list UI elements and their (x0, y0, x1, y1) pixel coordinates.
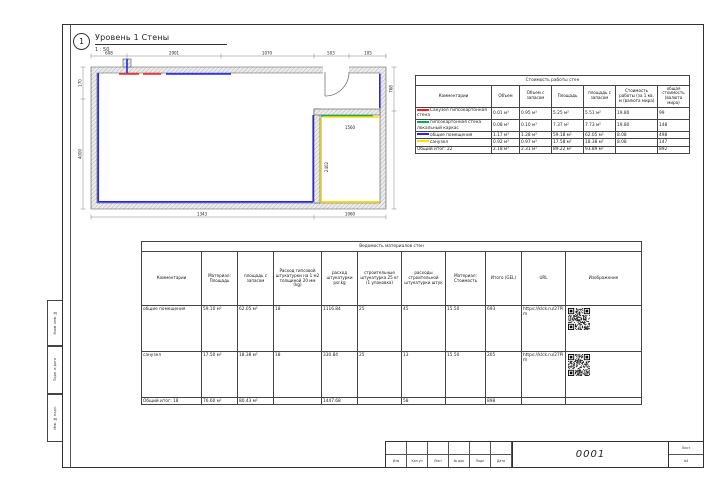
revision-cell (428, 442, 449, 455)
cost-table-title: Стоимость работы стен (414, 75, 691, 86)
revision-label: Кол.уч (407, 454, 428, 467)
col-rate: Стоимость работы (за 1 кв. м (валюта мир… (615, 85, 658, 108)
margin-strip-1: Взам. инв. № (47, 300, 63, 346)
margin-strip-label: Инв. № подл. (53, 406, 57, 430)
dim-label: 768 (389, 85, 394, 93)
materials-table: Ведомость материалов стен Комментарии Ма… (140, 241, 643, 406)
col-cost: Материал: Стоимость (445, 251, 486, 306)
materials-row: санузел 17.50 м² 18.38 м² 18 330.84 25 1… (141, 351, 643, 398)
dim-label: 1560 (345, 125, 356, 130)
view-scale: 1 : 50 (95, 47, 110, 53)
revision-cell (449, 442, 470, 455)
dim-label: 2402 (324, 161, 329, 172)
materials-total-row: Общий итог: 18 76.60 м² 80.43 м² 1447.68… (141, 396, 643, 406)
col-area: Материал: Площадь (201, 251, 238, 306)
material-url-link[interactable]: https://klck.ru/27Pim (521, 305, 566, 352)
sheet-label: Лист (669, 442, 703, 455)
col-volume-reserve: Объем с запасом (519, 85, 552, 108)
col-volume: Объем (491, 85, 520, 108)
title-block-revision-grid: Изм Кол.уч Лист № док Подп Дата (386, 442, 513, 467)
col-area-reserve: площадь с запасом (583, 85, 616, 108)
view-title: Уровень 1 Стены (95, 33, 227, 45)
materials-row: общие помещения 59.10 м² 62.05 м² 18 111… (141, 305, 643, 352)
format-label: А4 (683, 459, 689, 463)
margin-strip-label: Подп. и дата (53, 358, 57, 382)
revision-label: Изм (386, 454, 407, 467)
margin-strip-3: Инв. № подл. (47, 394, 63, 442)
revision-cell (470, 442, 491, 455)
dim-label: 503 (327, 51, 335, 56)
col-total: Итого (GEL) (485, 251, 522, 306)
col-total: общая стоимость (валюта мира) (656, 85, 691, 108)
dim-label: 608 (105, 51, 113, 56)
dim-label: 170 (78, 79, 83, 87)
dim-label: 1070 (262, 51, 273, 56)
col-area-reserve: площадь с запасом (237, 251, 274, 306)
frame-inner-line (70, 25, 71, 467)
revision-cell (491, 442, 512, 455)
revision-label: Подп (470, 454, 491, 467)
col-consumption: расход штукатурки psr.kg (321, 251, 358, 306)
dim-label: 1060 (345, 212, 356, 217)
wall-finish-yellow (320, 116, 379, 203)
cost-table: Стоимость работы стен Комментарии Объем … (414, 75, 691, 154)
col-area: Площадь (551, 85, 584, 108)
col-comment: Комментарии (415, 85, 492, 108)
col-consumption-per: Расход гипсовой штукатурки на 1 м2 толщи… (273, 251, 322, 306)
revision-label: № док (449, 454, 470, 467)
col-url: URL (521, 251, 566, 306)
dim-label: 2901 (169, 51, 180, 56)
wall-type-swatch (417, 120, 429, 123)
materials-table-header: Комментарии Материал: Площадь площадь с … (141, 251, 643, 306)
dim-label: 1343 (197, 212, 208, 217)
cost-table-header: Комментарии Объем Объем с запасом Площад… (415, 85, 691, 108)
revision-cell (386, 442, 407, 455)
door-swing (324, 71, 350, 97)
sheet-frame: 1 Уровень 1 Стены 1 : 50 (62, 24, 704, 468)
wall-finish-blue (97, 59, 381, 203)
wall-type-swatch (417, 140, 429, 143)
materials-table-title: Ведомость материалов стен (140, 241, 643, 252)
material-url-link[interactable]: https://klck.ru/27Pim (521, 351, 566, 398)
cost-row: гипсокартонная стена локальный каркас 0.… (415, 118, 691, 133)
dim-label: 105 (364, 51, 372, 56)
qr-code (568, 307, 590, 330)
title-block-sheet-info: Лист А4 (668, 442, 703, 467)
revision-label: Лист (428, 454, 449, 467)
interior-walls (313, 108, 381, 204)
dim-label: 4000 (78, 148, 83, 159)
floor-plan: 608 2901 1070 503 105 170 4000 768 1560 … (78, 51, 397, 220)
col-image: Изображение (564, 251, 643, 306)
revision-label: Дата (491, 454, 512, 467)
document-number: 0001 (575, 449, 606, 460)
col-pack: строительные штукатурка 25 кг (1 упаковк… (357, 251, 402, 306)
col-packs-count: расходы строительной штукатурки штук (401, 251, 446, 306)
dimension-lines (80, 53, 397, 220)
col-comment: Комментарии (141, 251, 202, 306)
door-opening (323, 66, 349, 74)
qr-code (568, 353, 590, 376)
margin-strip-label: Взам. инв. № (53, 311, 57, 335)
wall-type-swatch (417, 108, 429, 111)
outer-walls (90, 58, 387, 210)
view-header: 1 Уровень 1 Стены 1 : 50 (73, 33, 227, 53)
margin-strip-2: Подп. и дата (47, 346, 63, 394)
dimension-labels: 608 2901 1070 503 105 170 4000 768 1560 … (78, 51, 394, 217)
wall-type-swatch (417, 133, 429, 136)
revision-cell (407, 442, 428, 455)
title-block: Изм Кол.уч Лист № док Подп Дата 0001 Лис… (385, 441, 703, 467)
view-number-bubble: 1 (73, 33, 90, 50)
